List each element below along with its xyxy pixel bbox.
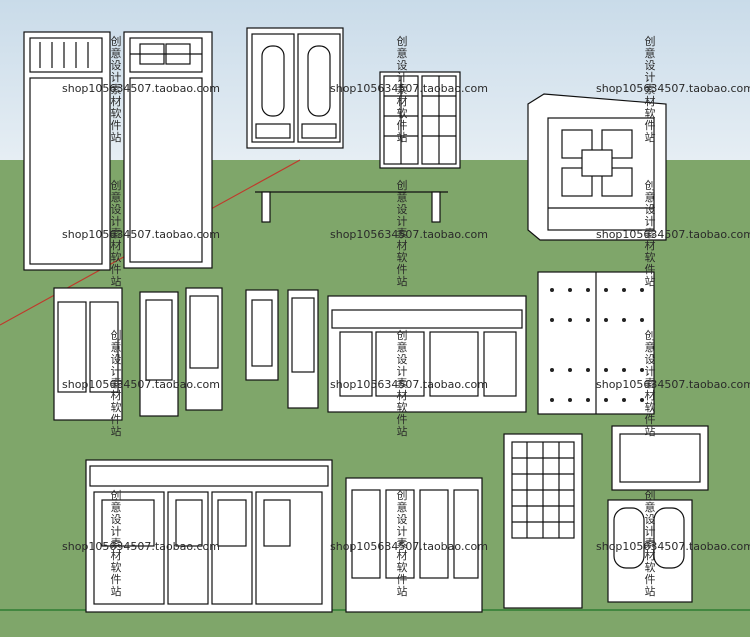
watermark-shop-text: shop105634507.taobao.com	[596, 378, 750, 391]
four-panel-door-set	[85, 459, 333, 613]
watermark-vertical-text: 创意设计素材软件站	[110, 179, 122, 288]
watermark-vertical-text: 创意设计素材软件站	[110, 489, 122, 598]
watermark-vertical-text: 创意设计素材软件站	[644, 489, 656, 598]
watermark-shop-text: shop105634507.taobao.com	[330, 228, 488, 241]
watermark-shop-text: shop105634507.taobao.com	[62, 378, 220, 391]
watermark-shop-text: shop105634507.taobao.com	[330, 378, 488, 391]
studded-gate	[537, 271, 655, 415]
watermark-shop-text: shop105634507.taobao.com	[596, 228, 750, 241]
watermark-vertical-text: 创意设计素材软件站	[644, 329, 656, 438]
double-lattice-window	[246, 27, 344, 149]
watermark-shop-text: shop105634507.taobao.com	[330, 82, 488, 95]
grid-door	[503, 433, 583, 609]
watermark-shop-text: shop105634507.taobao.com	[62, 540, 220, 553]
watermark-vertical-text: 创意设计素材软件站	[110, 35, 122, 144]
watermark-vertical-text: 创意设计素材软件站	[110, 329, 122, 438]
pavilion-lattice-panel	[527, 93, 667, 241]
double-grid-window	[379, 71, 461, 169]
watermark-vertical-text: 创意设计素材软件站	[644, 179, 656, 288]
watermark-vertical-text: 创意设计素材软件站	[396, 35, 408, 144]
watermark-vertical-text: 创意设计素材软件站	[396, 489, 408, 598]
watermark-vertical-text: 创意设计素材软件站	[396, 329, 408, 438]
hitching-rail	[255, 191, 448, 223]
shopfront-grid-doors	[327, 295, 527, 413]
watermark-shop-text: shop105634507.taobao.com	[596, 540, 750, 553]
lattice-door-set	[345, 477, 483, 613]
ornamental-windows	[607, 425, 709, 603]
watermark-shop-text: shop105634507.taobao.com	[330, 540, 488, 553]
watermark-vertical-text: 创意设计素材软件站	[396, 179, 408, 288]
tall-door-with-transom	[23, 31, 111, 271]
watermark-shop-text: shop105634507.taobao.com	[62, 228, 220, 241]
watermark-vertical-text: 创意设计素材软件站	[644, 35, 656, 144]
watermark-shop-text: shop105634507.taobao.com	[62, 82, 220, 95]
watermark-shop-text: shop105634507.taobao.com	[596, 82, 750, 95]
tall-door-with-lattice-transom	[123, 31, 213, 269]
narrow-lattice-doors	[53, 287, 319, 421]
